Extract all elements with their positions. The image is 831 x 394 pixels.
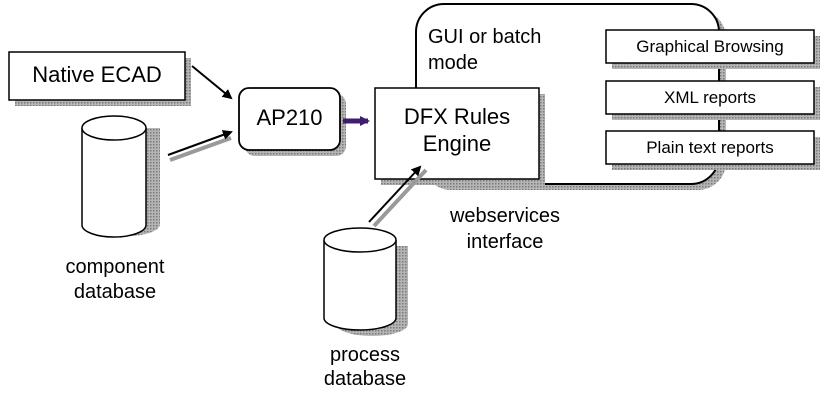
process-db-label-line2: database [323,368,407,390]
webservices-label-line1: webservices [449,205,561,227]
gui-mode-label-line2: mode [428,52,479,74]
output-box-plaintext [605,130,820,170]
native-ecad-label: Native ECAD [32,62,162,87]
ap210-box [238,87,346,156]
output-xml-label: XML reports [664,88,756,107]
arrow-process-to-engine [368,165,428,228]
output-box-graphical [605,29,820,69]
arrow-ecad-to-ap210 [191,65,233,100]
dfx-engine-box [374,87,545,185]
process-db-label-line1: process [329,344,401,366]
dfx-engine-label-line2: Engine [422,131,492,156]
webservices-label-line2: interface [466,231,544,253]
output-plaintext-label: Plain text reports [646,138,774,157]
output-box-xml [605,80,820,120]
component-db-label-line1: component [65,256,165,278]
gui-mode-label-line1: GUI or batch [428,26,542,48]
dfx-engine-label-line1: DFX Rules [403,104,511,129]
native-ecad-box [8,51,191,106]
component-database-icon [81,115,160,238]
output-graphical-label: Graphical Browsing [636,37,784,56]
ap210-label: AP210 [256,105,323,130]
arrow-component-to-ap210 [167,130,233,162]
component-db-label-line2: database [73,281,157,303]
process-database-icon [323,227,408,336]
